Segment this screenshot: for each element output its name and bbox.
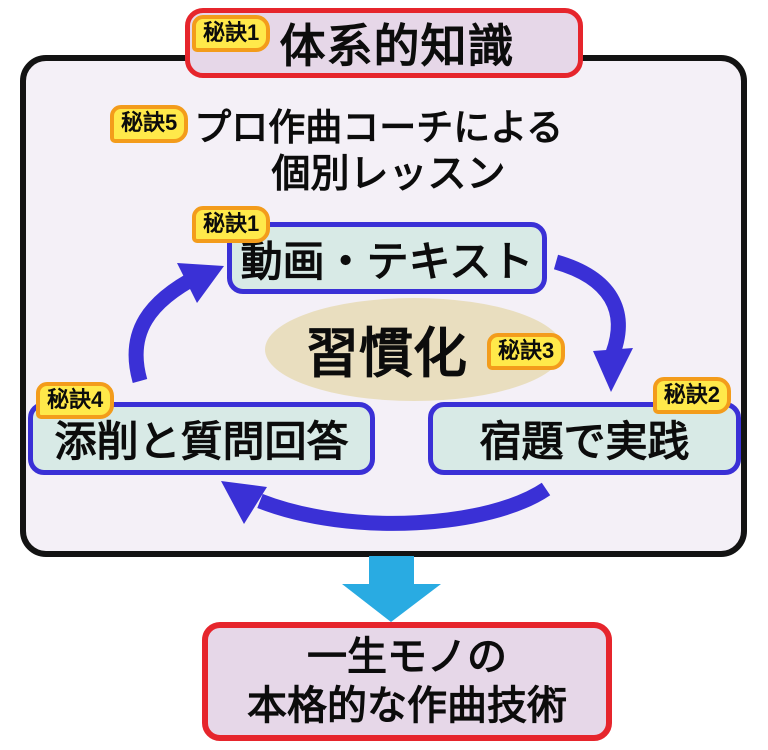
correction-qa-label: 添削と質問回答 [54, 418, 349, 465]
secret-badge-2: 秘訣2 [652, 377, 731, 415]
secret-badge-1-top: 秘訣1 [192, 15, 271, 53]
systematic-knowledge-label: 体系的知識 [279, 20, 515, 72]
result-line1: 一生モノの [307, 634, 507, 679]
video-text-label: 動画・テキスト [240, 237, 534, 285]
coach-heading-line2: 個別レッスン [271, 153, 506, 196]
homework-practice-box: 秘訣2 宿題で実践 [428, 377, 741, 475]
habit-ellipse: 習慣化 秘訣3 [265, 298, 566, 401]
secret-badge-1-video: 秘訣1 [192, 206, 271, 244]
habit-label: 習慣化 [305, 323, 467, 384]
secret-badge-3: 秘訣3 [487, 333, 566, 371]
result-box: 一生モノの 本格的な作曲技術 [202, 622, 612, 741]
systematic-knowledge-box: 秘訣1 体系的知識 [185, 8, 583, 78]
coach-heading-line1: 秘訣5 プロ作曲コーチによる [110, 97, 563, 151]
coach-heading-text: プロ作曲コーチによる [194, 107, 564, 148]
secret-badge-5: 秘訣5 [110, 105, 189, 143]
correction-qa-box: 秘訣4 添削と質問回答 [28, 382, 375, 475]
video-text-box: 秘訣1 動画・テキスト [192, 206, 547, 294]
secret-badge-4: 秘訣4 [36, 382, 115, 420]
homework-practice-label: 宿題で実践 [479, 418, 690, 465]
down-arrow [342, 556, 441, 622]
result-line2: 本格的な作曲技術 [247, 683, 567, 728]
